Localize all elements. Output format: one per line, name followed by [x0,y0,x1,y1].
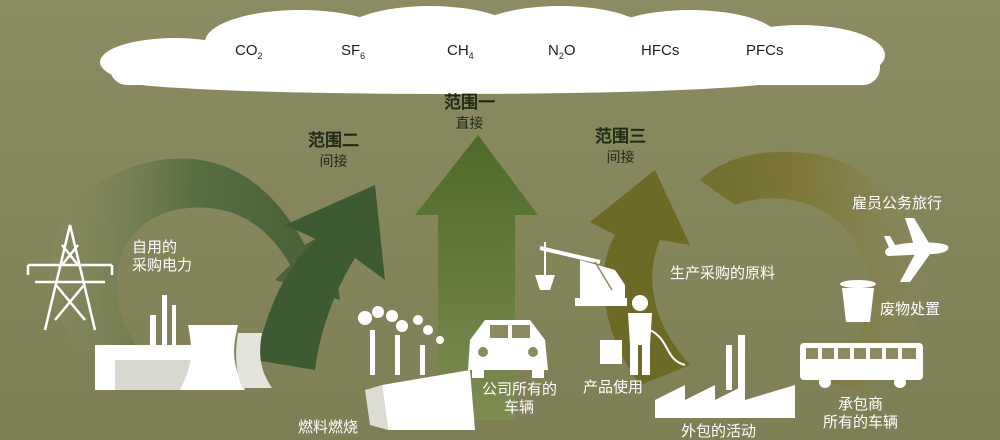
trash-bin-icon [840,280,876,322]
scope2-title: 范围二 [308,131,359,151]
fuel-combustion-label: 燃料燃烧 [298,418,359,436]
scope2-subtitle: 间接 [319,154,348,170]
scope3-title: 范围三 [595,127,646,147]
worker-icon [600,295,686,375]
scope3-subtitle: 间接 [606,150,635,166]
purchased-materials-label: 生产采购的原料 [670,264,776,282]
bus-icon [800,343,923,388]
purchased-power-label: 自用的 采购电力 [132,238,193,274]
gas-n2o: N2O [548,42,576,61]
power-tower-icon [26,224,114,331]
scope3-label: 范围三 间接 [595,122,646,167]
cloud-icon [100,6,885,94]
scope2-arrow [49,158,385,370]
gas-sf6: SF6 [341,42,366,61]
outsourced-factory-icon [655,335,795,418]
outsourced-activities-label: 外包的活动 [681,422,757,440]
crane-icon [535,242,627,306]
cooling-tower-icon [180,325,272,390]
scope2-label: 范围二 间接 [308,126,359,171]
gas-pfcs: PFCs [746,42,784,59]
company-vehicles-label: 公司所有的 车辆 [482,380,558,416]
gas-hfcs: HFCs [641,42,680,59]
contractor-vehicles-label: 承包商 所有的车辆 [823,395,899,431]
scope1-title: 范围一 [444,93,495,113]
factory-icon [358,306,475,430]
gas-co2: CO2 [235,42,263,61]
product-use-label: 产品使用 [583,378,644,396]
scope1-label: 范围一 直接 [444,88,495,133]
power-plant-icon [95,295,195,390]
business-travel-label: 雇员公务旅行 [852,194,943,212]
waste-disposal-label: 废物处置 [880,300,941,318]
airplane-icon [884,218,949,282]
car-icon [468,320,548,378]
gas-ch4: CH4 [447,42,474,61]
scope3-arrow [590,151,921,390]
scope1-subtitle: 直接 [455,116,484,132]
